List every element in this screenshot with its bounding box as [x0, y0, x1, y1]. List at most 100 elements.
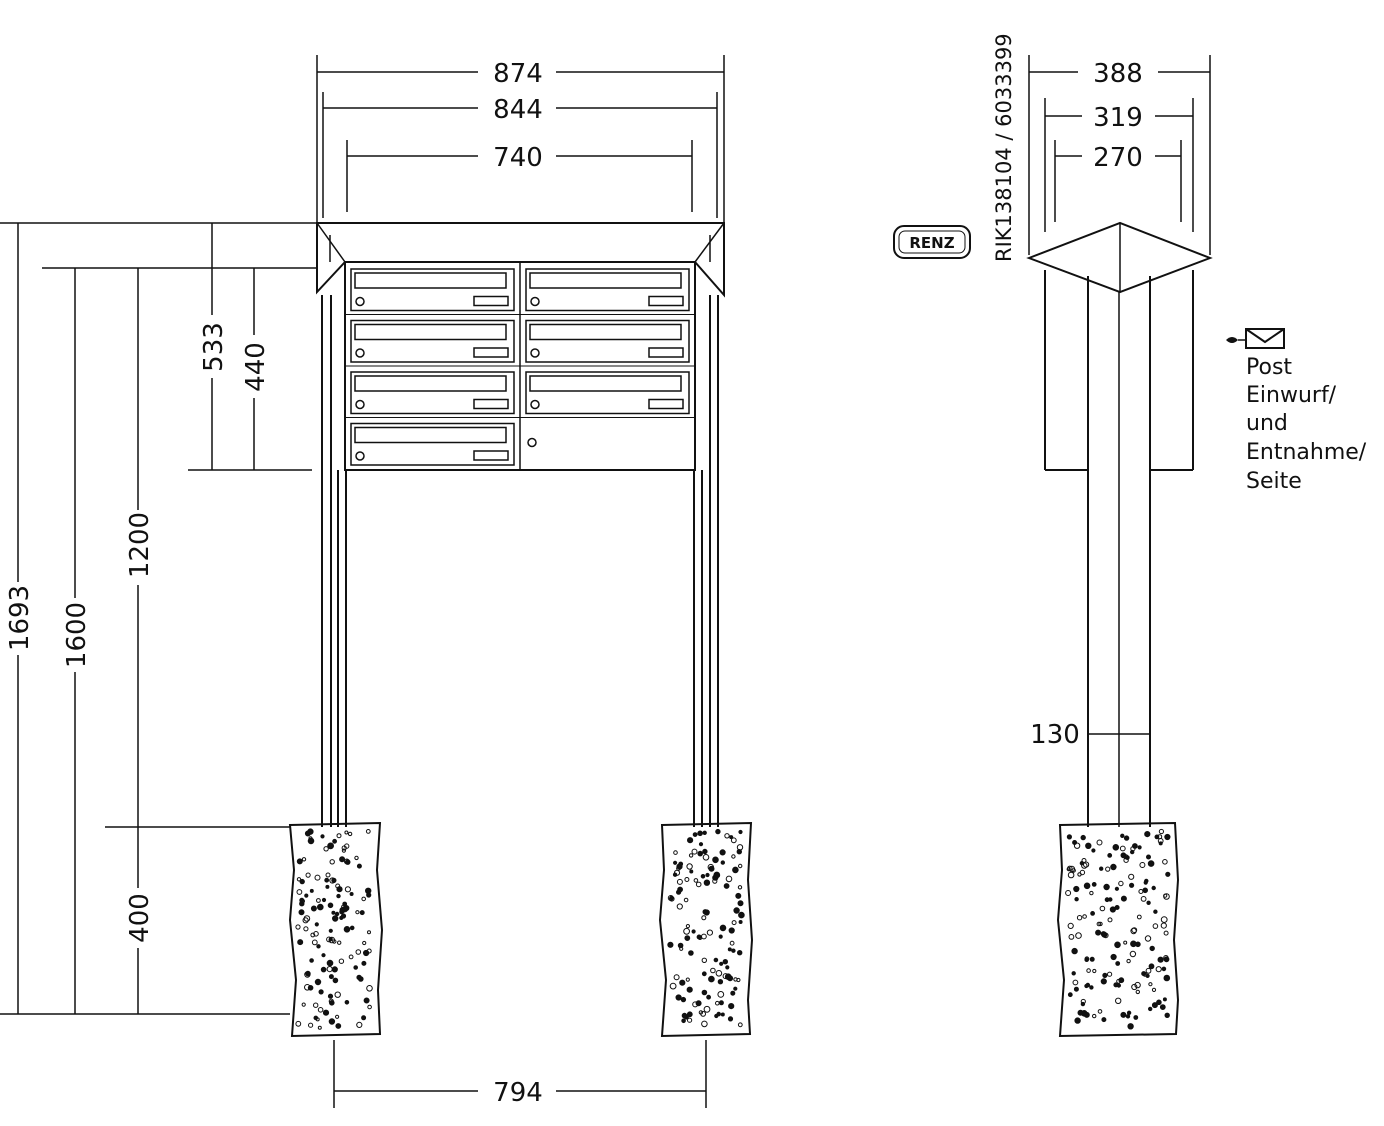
concrete-speck	[1152, 923, 1159, 929]
concrete-speck	[1163, 974, 1171, 982]
concrete-speck	[331, 966, 338, 973]
concrete-speck	[683, 927, 690, 935]
concrete-speck	[1120, 852, 1127, 859]
concrete-speck	[1149, 945, 1155, 952]
concrete-speck	[1160, 916, 1168, 923]
concrete-speck	[715, 1000, 720, 1006]
height-440-label: 440	[241, 342, 271, 392]
concrete-speck	[730, 990, 736, 996]
concrete-speck	[365, 887, 372, 894]
concrete-speck	[1067, 865, 1073, 871]
concrete-speck	[1134, 981, 1141, 989]
concrete-speck	[685, 977, 690, 982]
concrete-speck	[669, 982, 677, 990]
concrete-speck	[1164, 1012, 1170, 1018]
concrete-speck	[336, 893, 341, 899]
concrete-speck	[706, 929, 714, 936]
concrete-texture	[295, 828, 373, 1030]
concrete-speck	[1095, 929, 1102, 936]
concrete-speck	[735, 892, 742, 899]
concrete-speck	[329, 877, 336, 884]
concrete-speck	[686, 986, 693, 993]
concrete-speck	[1076, 915, 1083, 921]
concrete-speck	[344, 886, 351, 893]
concrete-speck	[339, 856, 346, 863]
concrete-speck	[1116, 983, 1122, 988]
concrete-speck	[681, 1012, 688, 1019]
concrete-speck	[708, 975, 715, 983]
concrete-speck	[1090, 911, 1095, 916]
concrete-speck	[356, 1021, 363, 1029]
concrete-speck	[708, 865, 715, 872]
concrete-speck	[318, 989, 324, 995]
depth-dimensions: 388 319 270	[1028, 55, 1211, 255]
concrete-speck	[335, 1014, 340, 1019]
mailbox-compartment	[350, 319, 515, 363]
concrete-speck	[1103, 883, 1110, 891]
article-code: RIK138104 / 6033399	[992, 33, 1016, 262]
concrete-speck	[323, 846, 329, 852]
concrete-speck	[701, 989, 708, 996]
concrete-speck	[692, 832, 698, 837]
concrete-speck	[1120, 895, 1127, 902]
concrete-speck	[1135, 941, 1141, 948]
concrete-speck	[304, 830, 311, 837]
concrete-speck	[305, 872, 311, 878]
concrete-speck	[1157, 838, 1164, 844]
concrete-speck	[343, 926, 351, 933]
concrete-speck	[684, 935, 691, 941]
height-1693-label: 1693	[5, 585, 35, 651]
concrete-speck	[299, 897, 305, 903]
concrete-speck	[1083, 882, 1091, 890]
concrete-speck	[700, 874, 706, 879]
concrete-speck	[1067, 871, 1075, 879]
concrete-speck	[738, 863, 743, 869]
concrete-speck	[347, 831, 353, 837]
concrete-speck	[1141, 971, 1147, 977]
blank-panel	[527, 437, 537, 448]
concrete-speck	[358, 976, 364, 982]
concrete-speck	[366, 985, 373, 992]
concrete-speck	[326, 966, 333, 973]
concrete-speck	[1096, 839, 1103, 846]
concrete-speck	[367, 930, 371, 935]
concrete-speck	[717, 991, 725, 998]
concrete-speck	[366, 948, 372, 954]
mailbox-grid	[345, 268, 695, 466]
concrete-speck	[731, 948, 736, 953]
concrete-speck	[684, 877, 690, 882]
concrete-speck	[728, 1003, 735, 1010]
concrete-speck	[677, 886, 683, 893]
concrete-speck	[733, 986, 738, 991]
concrete-speck	[1073, 986, 1079, 992]
concrete-speck	[1114, 886, 1120, 891]
concrete-speck	[1110, 953, 1117, 961]
concrete-speck	[316, 898, 321, 903]
concrete-speck	[727, 1016, 734, 1022]
concrete-speck	[727, 947, 732, 952]
concrete-speck	[1075, 932, 1082, 939]
note-line-1: Post	[1246, 355, 1292, 380]
concrete-speck	[1114, 905, 1120, 910]
concrete-speck	[681, 1018, 686, 1024]
concrete-speck	[1089, 956, 1095, 962]
concrete-speck	[337, 940, 342, 945]
concrete-speck	[728, 927, 735, 934]
concrete-speck	[1136, 914, 1142, 920]
concrete-speck	[328, 974, 334, 980]
concrete-speck	[1125, 1014, 1131, 1019]
concrete-speck	[328, 1018, 336, 1025]
note-line-4: Entnahme/	[1246, 440, 1367, 465]
mailbox-compartment	[525, 371, 690, 415]
concrete-speck	[1084, 957, 1089, 963]
concrete-speck	[695, 1000, 702, 1007]
concrete-speck	[672, 872, 678, 877]
concrete-speck	[718, 934, 723, 939]
concrete-speck	[1097, 1009, 1103, 1014]
concrete-speck	[689, 869, 694, 874]
concrete-speck	[328, 937, 333, 942]
concrete-speck	[1080, 1010, 1088, 1017]
concrete-speck	[327, 842, 335, 850]
concrete-speck	[325, 884, 330, 889]
concrete-speck	[701, 957, 707, 963]
